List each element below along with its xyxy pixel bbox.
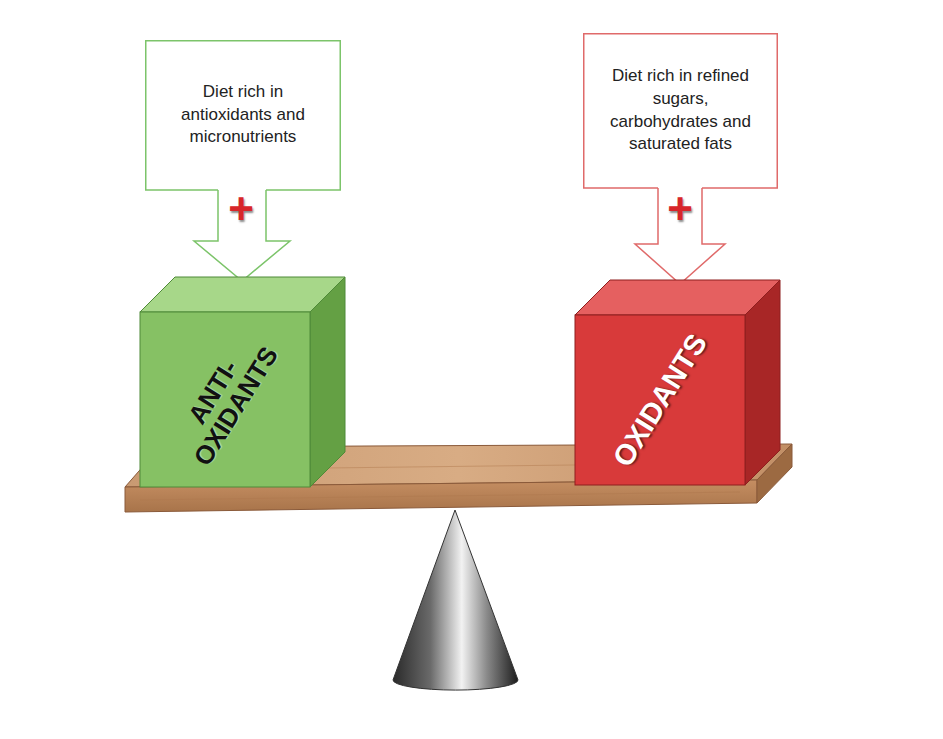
cube-top-face: [575, 280, 780, 315]
cube-face-area: ANTI- OXIDANTS: [140, 312, 310, 487]
callout-outline: [583, 33, 778, 188]
callout-body: Diet rich in refined sugars, carbohydrat…: [583, 33, 778, 188]
cube-side-face: [745, 280, 780, 485]
callout-text: Diet rich in antioxidants and micronutri…: [159, 81, 327, 150]
cube-front-face: [575, 315, 745, 485]
callout-box: Diet rich in refined sugars, carbohydrat…: [583, 33, 778, 188]
cube-side-face: [310, 277, 345, 487]
cube-front-face: [140, 312, 310, 487]
oxidant-cube: OXIDANTS: [575, 280, 780, 485]
callout-body: Diet rich in antioxidants and micronutri…: [145, 40, 341, 190]
callout-outline-path: [584, 34, 778, 188]
fulcrum-cone: [393, 510, 518, 690]
cube-face-area: OXIDANTS: [575, 315, 745, 485]
plus-sign: +: [667, 187, 693, 231]
callout-box: Diet rich in antioxidants and micronutri…: [145, 40, 341, 190]
block-arrow: [635, 188, 725, 284]
plus-sign: +: [228, 187, 254, 231]
cube-top-face: [140, 277, 345, 312]
callout-text: Diet rich in refined sugars, carbohydrat…: [606, 65, 756, 157]
antioxidant-cube: ANTI- OXIDANTS: [140, 277, 345, 487]
cube-label: OXIDANTS: [607, 328, 712, 471]
cube-label: ANTI- OXIDANTS: [162, 321, 288, 477]
callout-outline-path: [146, 41, 341, 190]
